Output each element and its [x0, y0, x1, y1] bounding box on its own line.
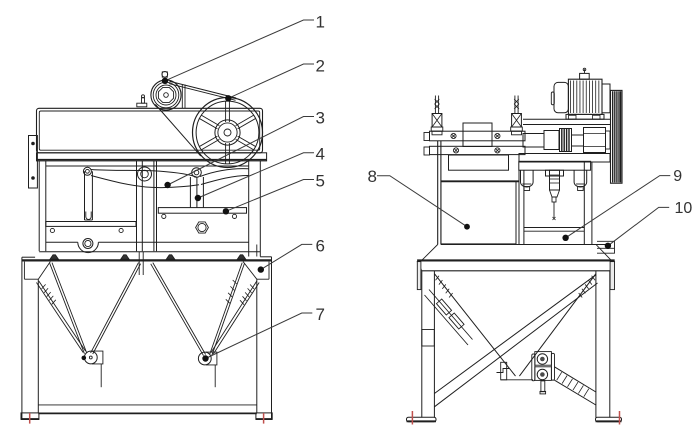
svg-text:7: 7: [316, 305, 325, 324]
svg-text:3: 3: [316, 109, 325, 128]
svg-text:1: 1: [316, 12, 325, 31]
svg-text:6: 6: [316, 236, 325, 255]
svg-text:10: 10: [675, 200, 693, 217]
svg-text:4: 4: [316, 145, 325, 164]
svg-text:8: 8: [368, 167, 377, 186]
svg-text:2: 2: [316, 57, 325, 76]
svg-text:5: 5: [316, 172, 325, 191]
svg-text:9: 9: [673, 168, 682, 185]
